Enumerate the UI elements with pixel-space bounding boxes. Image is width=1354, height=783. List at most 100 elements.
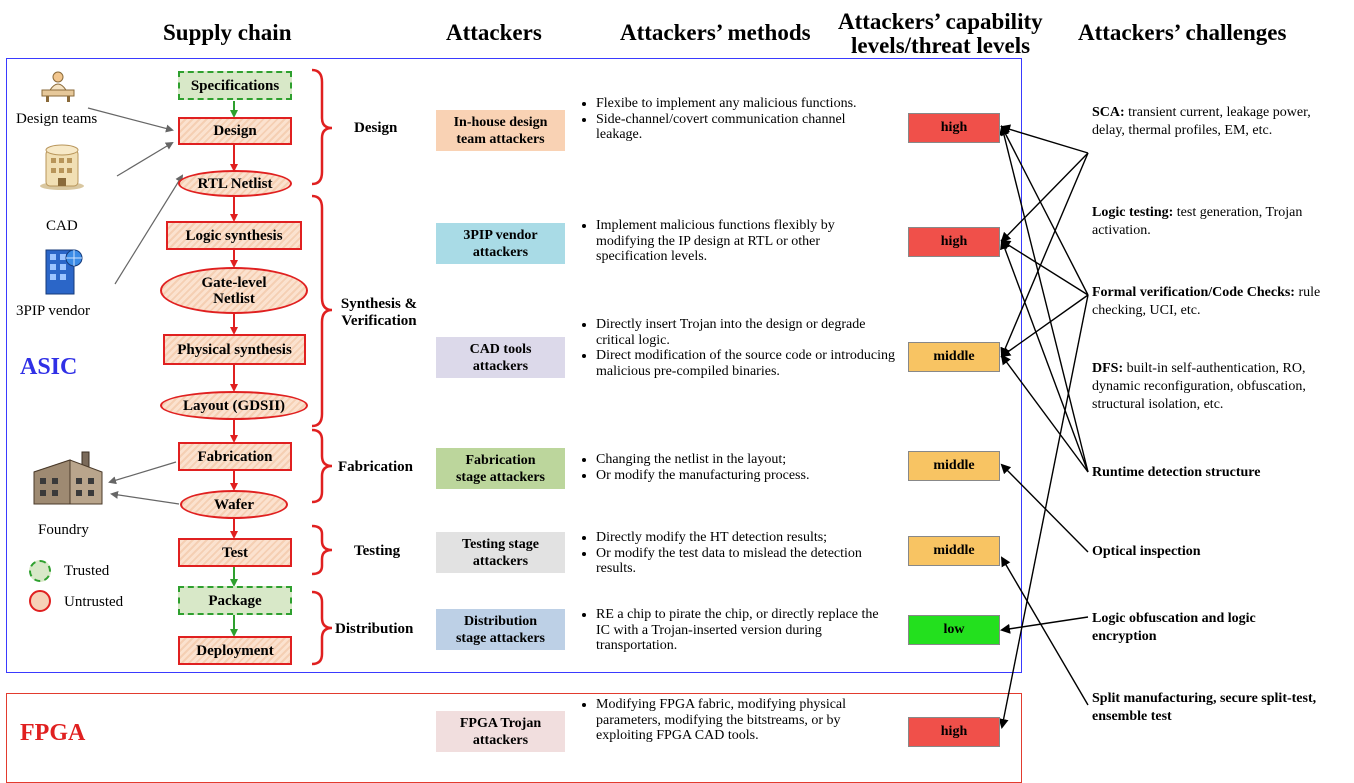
foundry-icon xyxy=(30,450,106,506)
fabrication-node: Fabrication xyxy=(178,442,292,471)
methods-testing: Directly modify the HT detection results… xyxy=(582,530,886,577)
level-3pip: high xyxy=(908,227,1000,257)
challenge-logic-testing: Logic testing: test generation, Trojan a… xyxy=(1092,204,1327,240)
challenge-dfs: DFS: built-in self-authentication, RO, d… xyxy=(1092,360,1342,414)
attacker-fabrication-line2: stage attackers xyxy=(455,469,546,485)
deployment-node: Deployment xyxy=(178,636,292,665)
level-fpga: high xyxy=(908,717,1000,747)
attacker-testing-line1: Testing stage xyxy=(462,536,539,552)
header-levels-line1: Attackers’ capability xyxy=(838,9,1043,34)
method-item: Flexibe to implement any malicious funct… xyxy=(596,96,886,112)
design-node: Design xyxy=(178,117,292,145)
method-item: Directly insert Trojan into the design o… xyxy=(596,317,896,348)
challenge-obfuscation: Logic obfuscation and logic encryption xyxy=(1092,611,1256,644)
gate-level-line2: Netlist xyxy=(213,290,255,307)
method-item: Changing the netlist in the layout; xyxy=(596,452,896,468)
attacker-testing: Testing stage attackers xyxy=(436,532,565,573)
challenge-formal-text: rule checking, UCI, etc. xyxy=(1092,285,1321,318)
attacker-fabrication: Fabrication stage attackers xyxy=(436,448,565,489)
attacker-fpga-line2: attackers xyxy=(472,732,529,748)
methods-distribution: RE a chip to pirate the chip, or directl… xyxy=(582,607,896,654)
legend-untrusted-swatch xyxy=(29,590,51,612)
challenge-optical: Optical inspection xyxy=(1092,544,1201,559)
methods-3pip: Implement malicious functions flexibly b… xyxy=(582,218,882,265)
level-testing: middle xyxy=(908,536,1000,566)
method-item: Modifying FPGA fabric, modifying physica… xyxy=(596,697,886,744)
gate-level-line1: Gate-level xyxy=(201,274,267,291)
challenge-split: Split manufacturing, secure split-test, … xyxy=(1092,691,1317,724)
method-item: Direct modification of the source code o… xyxy=(596,348,896,379)
method-item: RE a chip to pirate the chip, or directl… xyxy=(596,607,896,654)
attacker-distribution-line2: stage attackers xyxy=(455,630,546,646)
methods-fabrication: Changing the netlist in the layout; Or m… xyxy=(582,452,896,483)
specifications-node: Specifications xyxy=(178,71,292,100)
stage-testing: Testing xyxy=(354,543,401,559)
attacker-cad-line1: CAD tools xyxy=(469,341,532,357)
attacker-inhouse-line1: In-house design xyxy=(453,114,548,130)
fpga-label: FPGA xyxy=(20,720,86,746)
legend-trusted-label: Trusted xyxy=(64,563,110,579)
attacker-distribution-line1: Distribution xyxy=(463,613,538,629)
cad-label: CAD xyxy=(46,218,78,234)
level-fabrication: middle xyxy=(908,451,1000,481)
challenge-sca-title: SCA: xyxy=(1092,105,1125,120)
header-supply-chain: Supply chain xyxy=(163,20,292,45)
method-item: Side-channel/covert communication channe… xyxy=(596,112,886,143)
attacker-distribution: Distribution stage attackers xyxy=(436,609,565,650)
stage-synthesis: Synthesis & Verification xyxy=(334,296,424,330)
method-item: Implement malicious functions flexibly b… xyxy=(596,218,882,265)
cad-icon xyxy=(38,140,86,190)
test-node: Test xyxy=(178,538,292,567)
vendor-label: 3PIP vendor xyxy=(16,303,91,319)
stage-fabrication: Fabrication xyxy=(338,459,413,475)
challenge-logic-text: test generation, Trojan activation. xyxy=(1092,205,1303,238)
attacker-cad: CAD tools attackers xyxy=(436,337,565,378)
stage-synthesis-line1: Synthesis & xyxy=(340,296,418,312)
design-teams-label: Design teams xyxy=(16,111,98,127)
logic-synthesis-node: Logic synthesis xyxy=(166,221,302,250)
attacker-cad-line2: attackers xyxy=(472,358,529,374)
attacker-3pip-line2: attackers xyxy=(472,244,529,260)
attacker-fpga: FPGA Trojan attackers xyxy=(436,711,565,752)
level-distribution: low xyxy=(908,615,1000,645)
attacker-fpga-line1: FPGA Trojan xyxy=(459,715,542,731)
level-cad: middle xyxy=(908,342,1000,372)
legend-untrusted-label: Untrusted xyxy=(64,594,124,610)
method-item: Directly modify the HT detection results… xyxy=(596,530,886,546)
stage-design: Design xyxy=(354,120,398,136)
attacker-3pip: 3PIP vendor attackers xyxy=(436,223,565,264)
asic-label: ASIC xyxy=(20,354,78,380)
method-item: Or modify the manufacturing process. xyxy=(596,468,896,484)
physical-synthesis-node: Physical synthesis xyxy=(163,334,306,365)
design-team-icon xyxy=(38,70,78,102)
attacker-inhouse: In-house design team attackers xyxy=(436,110,565,151)
gate-level-netlist-node: Gate-level Netlist xyxy=(160,267,308,314)
stage-synthesis-line2: Verification xyxy=(341,313,417,329)
attacker-inhouse-line2: team attackers xyxy=(456,131,545,147)
challenge-logic-title: Logic testing: xyxy=(1092,205,1174,220)
challenge-dfs-title: DFS: xyxy=(1092,361,1124,376)
rtl-netlist-node: RTL Netlist xyxy=(178,170,292,197)
header-challenges: Attackers’ challenges xyxy=(1078,20,1287,45)
method-item: Or modify the test data to mislead the d… xyxy=(596,546,886,577)
challenge-sca-text: transient current, leakage power, delay,… xyxy=(1092,105,1311,138)
header-attackers: Attackers xyxy=(446,20,542,45)
header-levels-line2: levels/threat levels xyxy=(851,33,1031,58)
vendor-building-icon xyxy=(40,244,84,296)
stage-distribution: Distribution xyxy=(335,621,414,637)
legend-trusted-swatch xyxy=(29,560,51,582)
package-node: Package xyxy=(178,586,292,615)
level-inhouse: high xyxy=(908,113,1000,143)
methods-fpga: Modifying FPGA fabric, modifying physica… xyxy=(582,697,886,744)
challenge-formal-title: Formal verification/Code Checks: xyxy=(1092,285,1295,300)
methods-cad: Directly insert Trojan into the design o… xyxy=(582,317,896,379)
challenge-runtime: Runtime detection structure xyxy=(1092,465,1261,480)
attacker-fabrication-line1: Fabrication xyxy=(465,452,536,468)
attacker-testing-line2: attackers xyxy=(472,553,529,569)
asic-frame xyxy=(6,58,1022,673)
attacker-3pip-line1: 3PIP vendor xyxy=(463,227,538,243)
layout-node: Layout (GDSII) xyxy=(160,391,308,420)
foundry-label: Foundry xyxy=(38,522,89,538)
header-methods: Attackers’ methods xyxy=(620,20,811,45)
